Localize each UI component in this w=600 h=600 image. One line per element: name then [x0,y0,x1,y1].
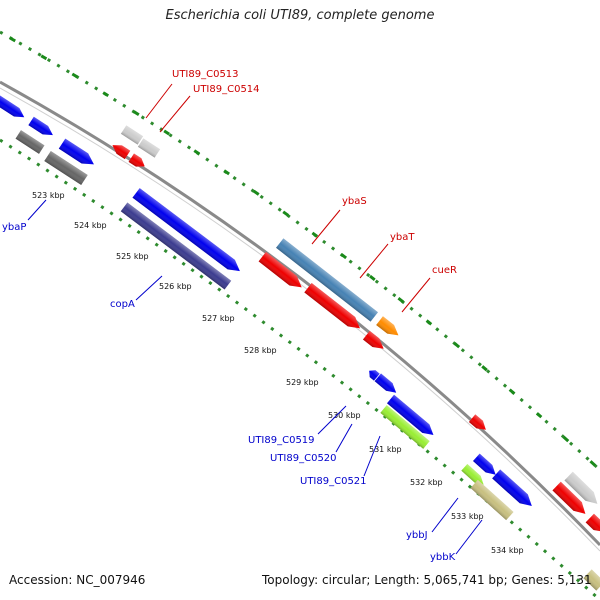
gene-label-ybat: ybaT [390,232,415,243]
gene-arrow[interactable] [304,282,363,333]
gene-arrow[interactable] [15,130,45,154]
leader-lines [27,83,483,555]
accession-label: Accession: NC_007946 [9,573,146,587]
gene-arrow[interactable] [128,153,148,170]
gene-arrow[interactable] [374,373,400,396]
gene-label-ybbj: ybbJ [406,530,428,541]
tick-label: 533 kbp [451,512,484,521]
gene-arrow[interactable] [58,138,97,170]
gene-label-ybap: ybaP [2,222,26,233]
gene-arrow[interactable] [376,316,402,339]
tick-label: 531 kbp [369,445,402,454]
gene-arrow[interactable] [44,150,88,186]
gc-track-outer [0,30,600,472]
gene-label-uti89-c0520: UTI89_C0520 [270,453,337,464]
gene-label-ybbk: ybbK [430,552,456,563]
gene-arrow[interactable] [583,569,600,591]
gene-label-ybas: ybaS [342,196,367,207]
gene-arrow[interactable] [461,463,486,488]
tick-label: 527 kbp [202,314,235,323]
gene-arrow[interactable] [258,251,306,292]
gene-arrow[interactable] [468,414,489,433]
tick-label: 530 kbp [328,411,361,420]
gene-arrow[interactable] [366,367,380,381]
gc-track-outer-ticks [9,36,600,472]
tick-label: 534 kbp [491,546,524,555]
gene-label-uti89-c0514: UTI89_C0514 [193,84,260,95]
genome-stats: Topology: circular; Length: 5,065,741 bp… [262,573,592,587]
gene-arrow[interactable] [0,94,27,122]
map-title: Escherichia coli UTI89, complete genome [165,8,435,23]
gene-labels: UTI89_C0513 UTI89_C0514 ybaS ybaT cueR y… [2,69,457,563]
gc-track-inner [0,138,600,600]
gene-arrow[interactable] [380,405,430,449]
tick-label: 529 kbp [286,378,319,387]
gene-arrow[interactable] [120,202,232,290]
tick-label: 524 kbp [74,221,107,230]
gene-label-uti89-c0519: UTI89_C0519 [248,435,315,446]
gene-arrow[interactable] [470,479,514,521]
gene-arrow[interactable] [137,138,161,158]
gene-arrow[interactable] [276,238,378,322]
gene-arrow[interactable] [362,330,387,353]
gene-arrow[interactable] [492,469,536,510]
gene-label-uti89-c0521: UTI89_C0521 [300,476,367,487]
tick-label: 523 kbp [32,191,65,200]
gene-arrow[interactable] [110,141,131,160]
gene-arrow[interactable] [387,394,437,439]
tick-label: 528 kbp [244,346,277,355]
gene-features [0,94,600,591]
tick-label: 526 kbp [159,282,192,291]
tick-label: 525 kbp [116,252,149,261]
gene-label-cuer: cueR [432,265,457,276]
gene-label-uti89-c0513: UTI89_C0513 [172,69,239,80]
gene-arrow[interactable] [120,125,144,145]
tick-label: 532 kbp [410,478,443,487]
gene-arrow[interactable] [28,116,55,140]
gene-label-copa: copA [110,299,135,310]
gene-arrow[interactable] [552,481,589,518]
gene-arrow[interactable] [472,453,499,479]
scale-ticks: 523 kbp 524 kbp 525 kbp 526 kbp 527 kbp … [32,191,524,555]
gene-arrow[interactable] [564,471,600,508]
gene-arrow[interactable] [132,188,243,276]
